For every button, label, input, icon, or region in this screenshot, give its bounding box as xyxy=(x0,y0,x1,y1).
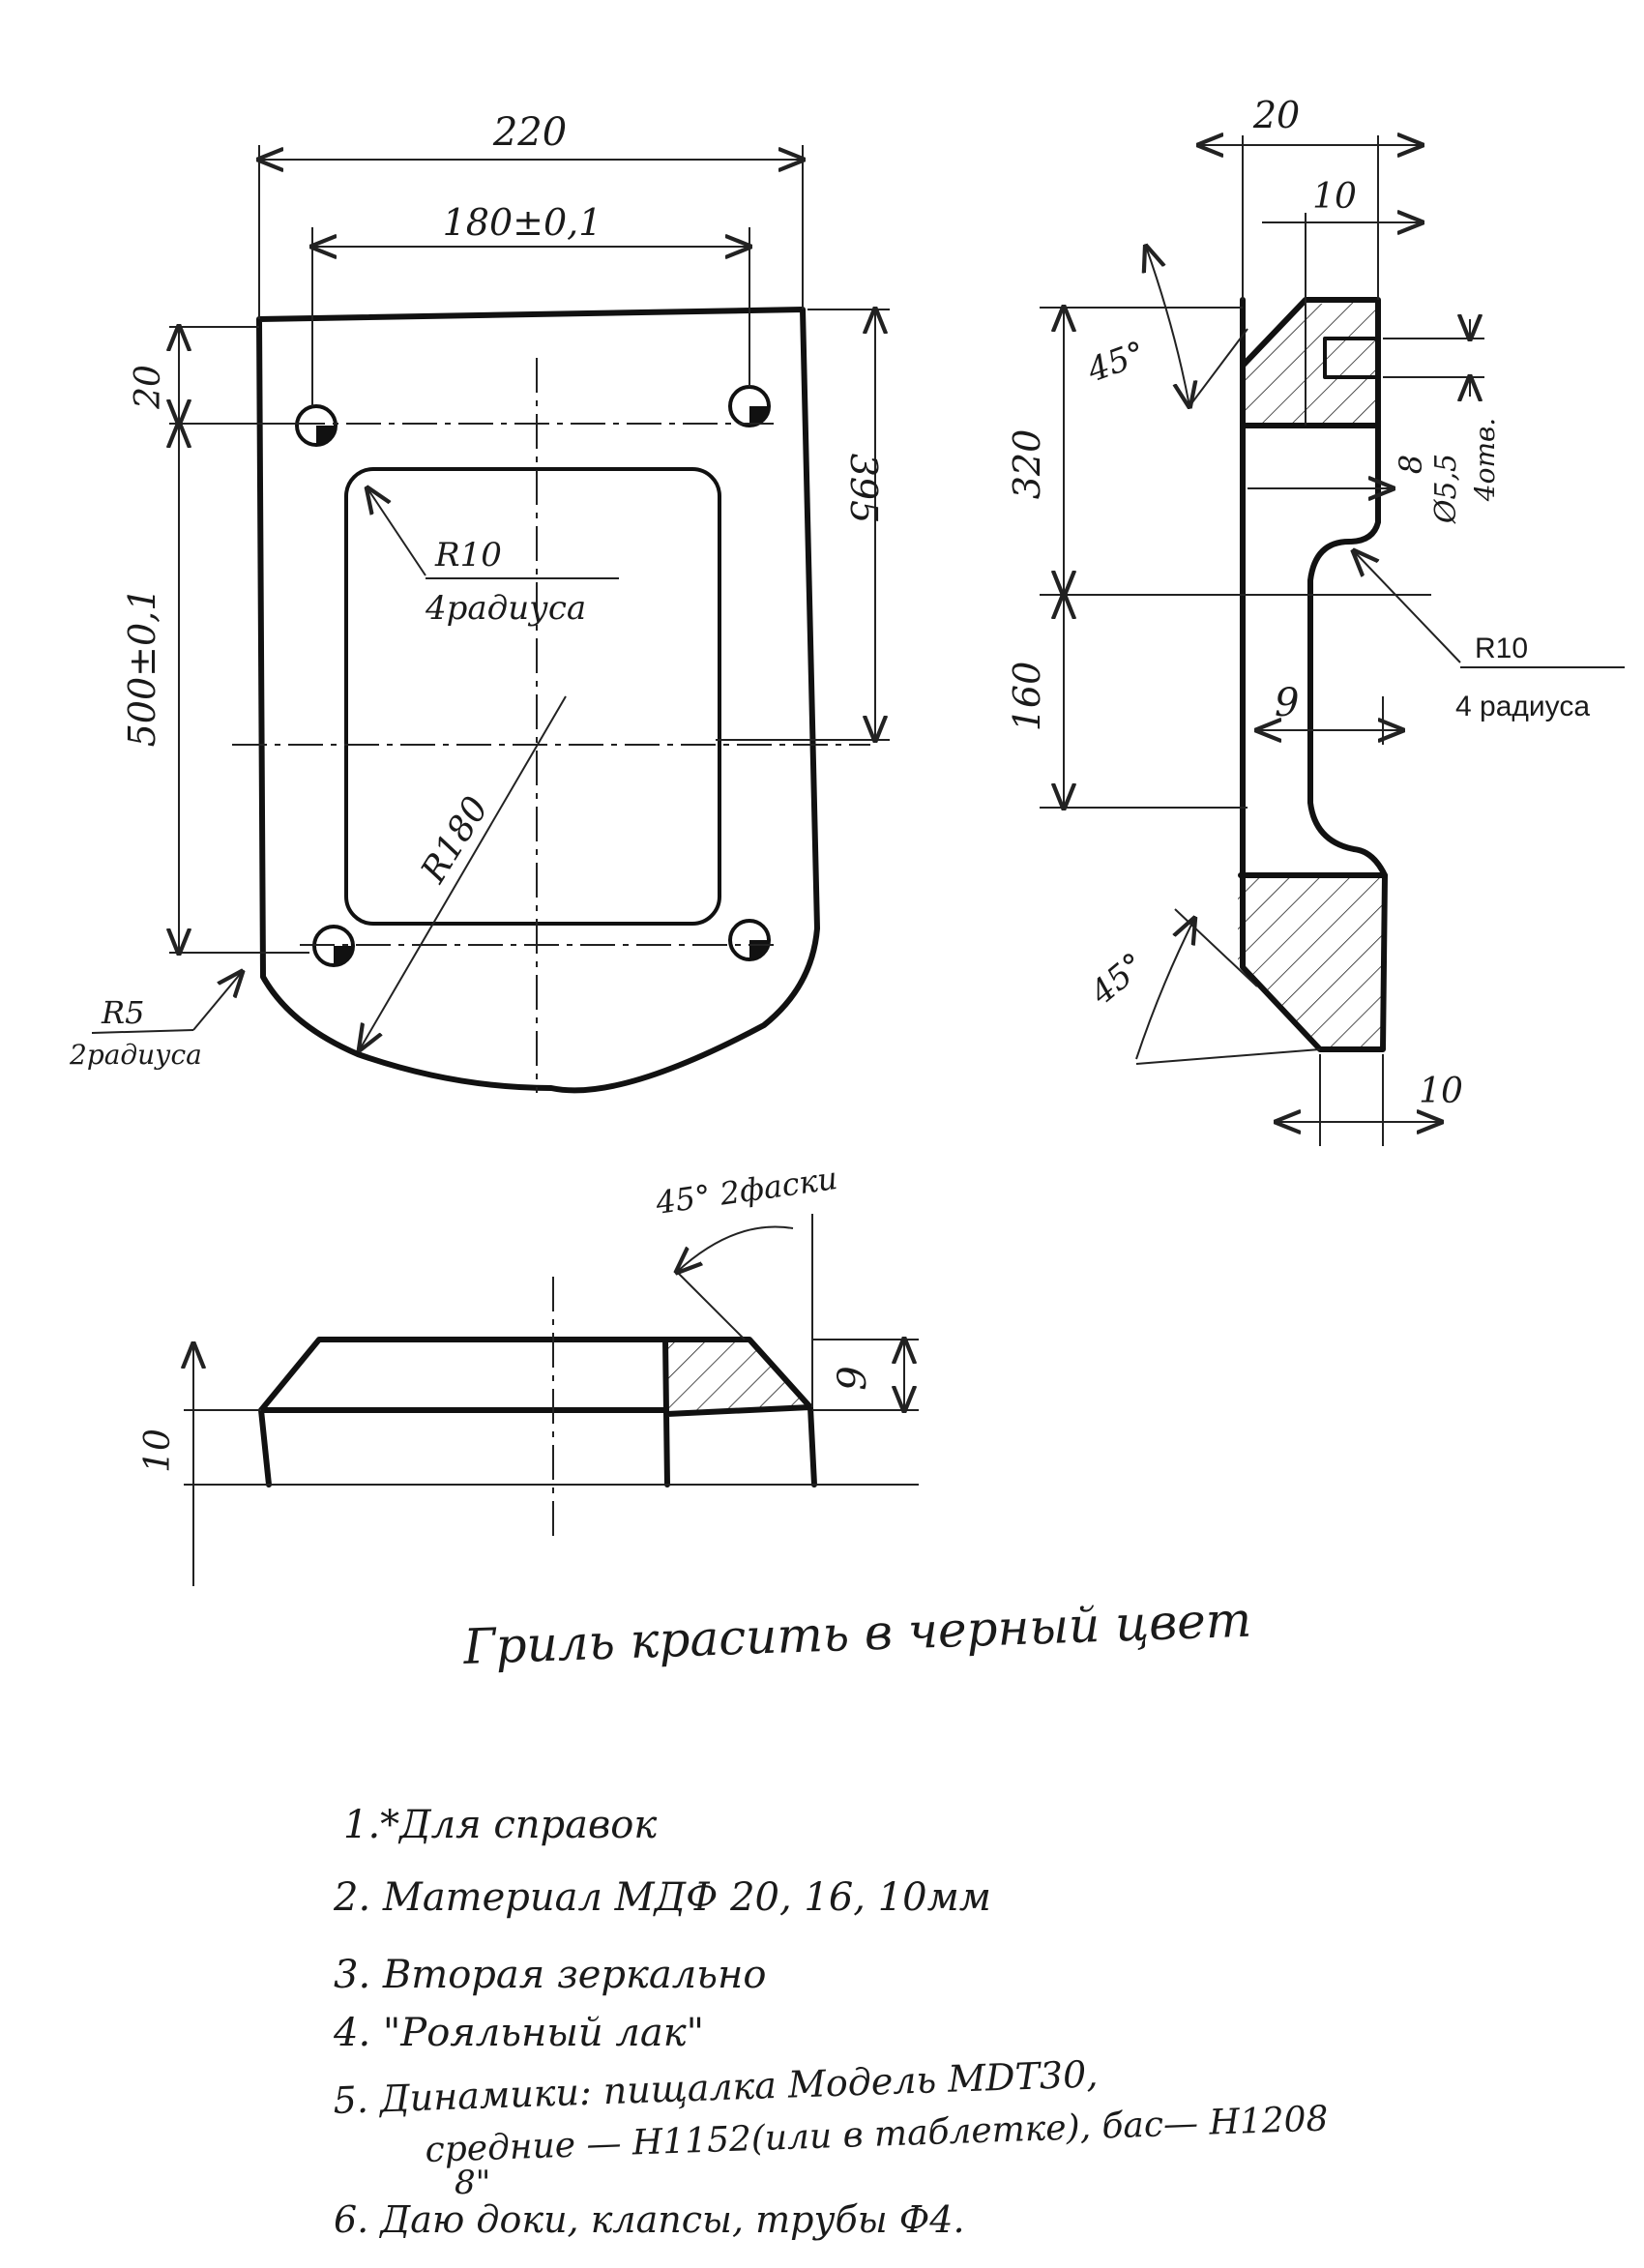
side-radius: R10 xyxy=(1475,633,1528,664)
top-view: 220 180±0,1 20 500±0,1 395 R10 4радиуса … xyxy=(69,110,890,1094)
dim-160: 160 xyxy=(1006,662,1048,732)
section-view: 10 9 45° 2фаски xyxy=(138,1160,919,1586)
note-6: 6. Даю доки, клапсы, трубы Ф4. xyxy=(334,2198,965,2241)
dim-hole: Ø5,5 xyxy=(1429,454,1463,524)
dim-vertical-holes: 500±0,1 xyxy=(121,588,163,748)
angle-bottom: 45° xyxy=(1082,946,1153,1014)
dim-hole-note: 4отв. xyxy=(1469,418,1501,502)
dim-width: 220 xyxy=(492,110,567,155)
dim-8: 8 xyxy=(1393,455,1429,474)
side-profile xyxy=(1240,297,1388,1052)
dim-hole-spacing: 180±0,1 xyxy=(443,201,602,244)
note-3: 3. Вторая зеркально xyxy=(334,1953,766,1997)
note-5-bass-size: 8" xyxy=(455,2164,490,2202)
side-view: 20 10 45° 320 160 8 Ø5,5 4отв. R10 4 рад… xyxy=(1006,94,1625,1146)
radius-inner: R10 xyxy=(434,536,502,574)
hatched-section-bottom xyxy=(1238,875,1383,1049)
side-radius-note: 4 радиуса xyxy=(1455,691,1590,722)
note-1: 1.*Для справок xyxy=(343,1803,657,1847)
note-2: 2. Материал МДФ 20, 16, 10мм xyxy=(333,1875,991,1920)
dim-thickness: 20 xyxy=(1252,94,1300,136)
radius-inner-note: 4радиуса xyxy=(425,589,586,628)
panel-outline xyxy=(256,307,820,1094)
dim-320: 320 xyxy=(1006,429,1048,500)
chamfer-note: 45° 2фаски xyxy=(653,1160,839,1222)
panel-opening xyxy=(344,467,721,926)
dim-395: 395 xyxy=(842,454,885,524)
section-dim-9: 9 xyxy=(831,1366,875,1390)
dim-10-bottom: 10 xyxy=(1419,1072,1463,1111)
notes-block: Гриль красить в черный цвет 1.*Для справ… xyxy=(333,1592,1329,2241)
radius-arc: R180 xyxy=(413,790,496,891)
dim-9: 9 xyxy=(1275,681,1299,725)
section-dim-10: 10 xyxy=(138,1429,178,1473)
radius-corner-note: 2радиуса xyxy=(69,1039,202,1071)
dim-10-top: 10 xyxy=(1312,177,1357,217)
angle-top: 45° xyxy=(1081,334,1150,391)
dim-top-offset: 20 xyxy=(129,365,168,410)
title-note: Гриль красить в черный цвет xyxy=(461,1592,1252,1675)
hatched-section-top xyxy=(1243,300,1378,426)
section-hatch xyxy=(665,1340,810,1414)
mounting-holes xyxy=(295,385,771,967)
section-outline xyxy=(258,1337,817,1487)
radius-corner: R5 xyxy=(101,994,144,1031)
note-4: 4. "Рояльный лак" xyxy=(333,2011,704,2055)
